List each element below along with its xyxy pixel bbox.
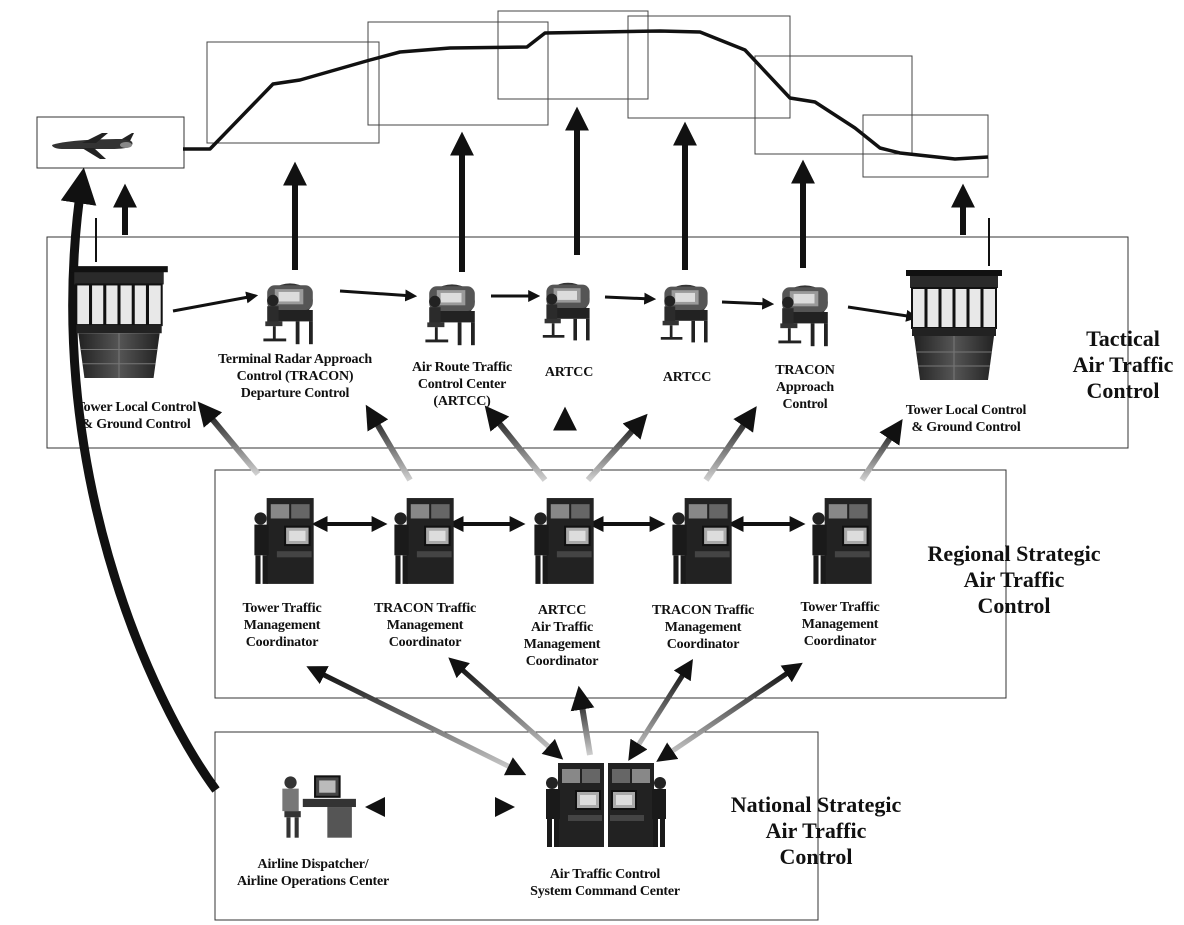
regional-tier-label: Regional Strategic Air Traffic Control [927,541,1101,618]
airplane-icon [52,133,134,159]
sector-approach [754,55,913,155]
tactical-tier-label: Tactical Air Traffic Control [1072,326,1174,403]
tower-left-icon [68,264,170,380]
national-regional-arrows [306,657,803,776]
aircraft-box [36,116,185,169]
tower-tmc-left-icon [253,497,315,585]
artcc-2-console-icon [542,282,590,341]
command-center-label: Air Traffic Control System Command Cente… [530,867,680,899]
tracon-departure-label: Terminal Radar Approach Control (TRACON)… [218,352,372,401]
airline-dispatcher-icon [281,775,357,839]
artcc-3-console-icon [660,284,708,343]
tracon-tmc-left-label: TRACON Traffic Management Coordinator [373,601,477,650]
tower-right-label: Tower Local Control & Ground Control [905,403,1027,435]
artcc-atmc-icon [533,497,595,585]
airline-dispatcher-label: Airline Dispatcher/ Airline Operations C… [236,857,390,889]
sector-departure [206,41,380,144]
sector-enroute-1 [367,21,549,126]
artcc-main-console-icon [425,284,475,346]
atmc-to-command-arrow [570,685,595,756]
tracon-tmc-right-icon [671,497,733,585]
sector-enroute-3 [627,15,791,119]
artcc-atmc-label: ARTCC Air Traffic Management Coordinator [523,603,601,669]
tracon-approach-label: TRACON Approach Control [775,363,835,412]
artcc-3-label: ARTCC [662,370,712,385]
flight-profile-line [183,29,989,161]
airspace-sectors [206,10,989,178]
tower-right-icon [904,268,1004,382]
artcc-2-label: ARTCC [544,365,594,380]
tactical-handoff-arrows [172,289,919,322]
command-center-icon [544,761,668,849]
tower-left-label: Tower Local Control & Ground Control [75,400,197,432]
tower-tmc-right-icon [811,497,873,585]
artcc-main-label: Air Route Traffic Control Center (ARTCC) [411,360,513,409]
tracon-tmc-right-label: TRACON Traffic Management Coordinator [651,603,755,652]
sector-enroute-2 [497,10,649,100]
tactical-to-airspace-arrows [113,106,975,272]
tower-tmc-right-label: Tower Traffic Management Coordinator [800,600,880,649]
national-tier-label: National Strategic Air Traffic Control [730,792,902,869]
tactical-tier-box [46,236,1129,449]
tower-tmc-left-label: Tower Traffic Management Coordinator [242,601,322,650]
tracon-departure-console-icon [263,283,313,345]
tracon-approach-console-icon [778,285,828,347]
tracon-tmc-left-icon [393,497,455,585]
regional-tier-box [214,469,1007,699]
sector-terminal [862,114,989,178]
command-to-aircraft-arrow [60,167,220,793]
regional-to-tactical-arrows [197,401,903,483]
